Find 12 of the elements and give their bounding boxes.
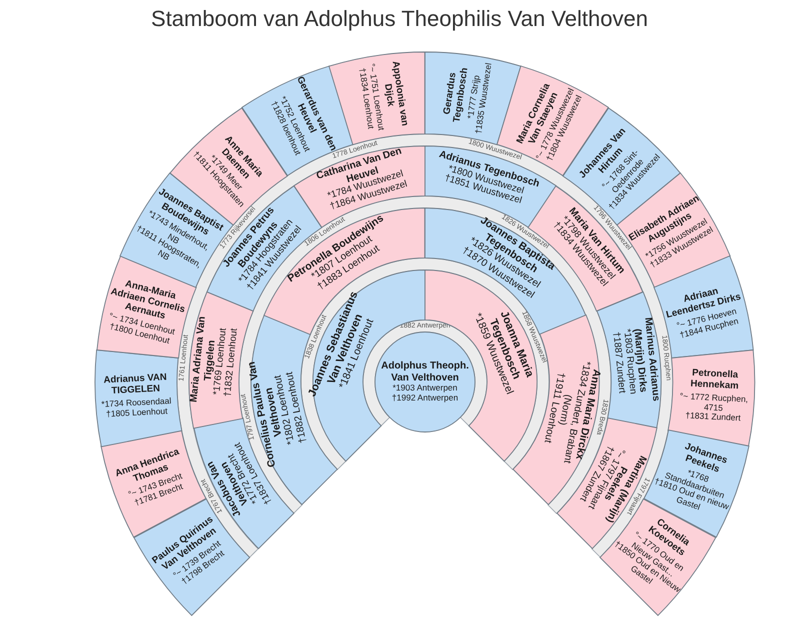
person-name: Adolphus Theoph. Van Velthoven [380, 360, 470, 384]
death-record: †1805 Loenhout [106, 406, 168, 420]
person-name: Adrianus VAN TIGGELEN [102, 372, 168, 397]
death-record: †1831 Zundert [684, 412, 740, 424]
root-person-circle [375, 332, 475, 432]
death-record: †1992 Antwerpen [392, 394, 458, 404]
person-name: Petronella Hennekam [688, 368, 740, 394]
birth-record: *1903 Antwerpen [392, 384, 458, 394]
birth-record: °~ 1772 Rucphen, 4715 [678, 391, 749, 413]
birth-record: *1734 Roosendaal [102, 396, 172, 410]
person-name: Appolonia van Dijck [382, 59, 410, 127]
chart-title: Stamboom van Adolphus Theophilis Van Velthoven [151, 6, 648, 32]
